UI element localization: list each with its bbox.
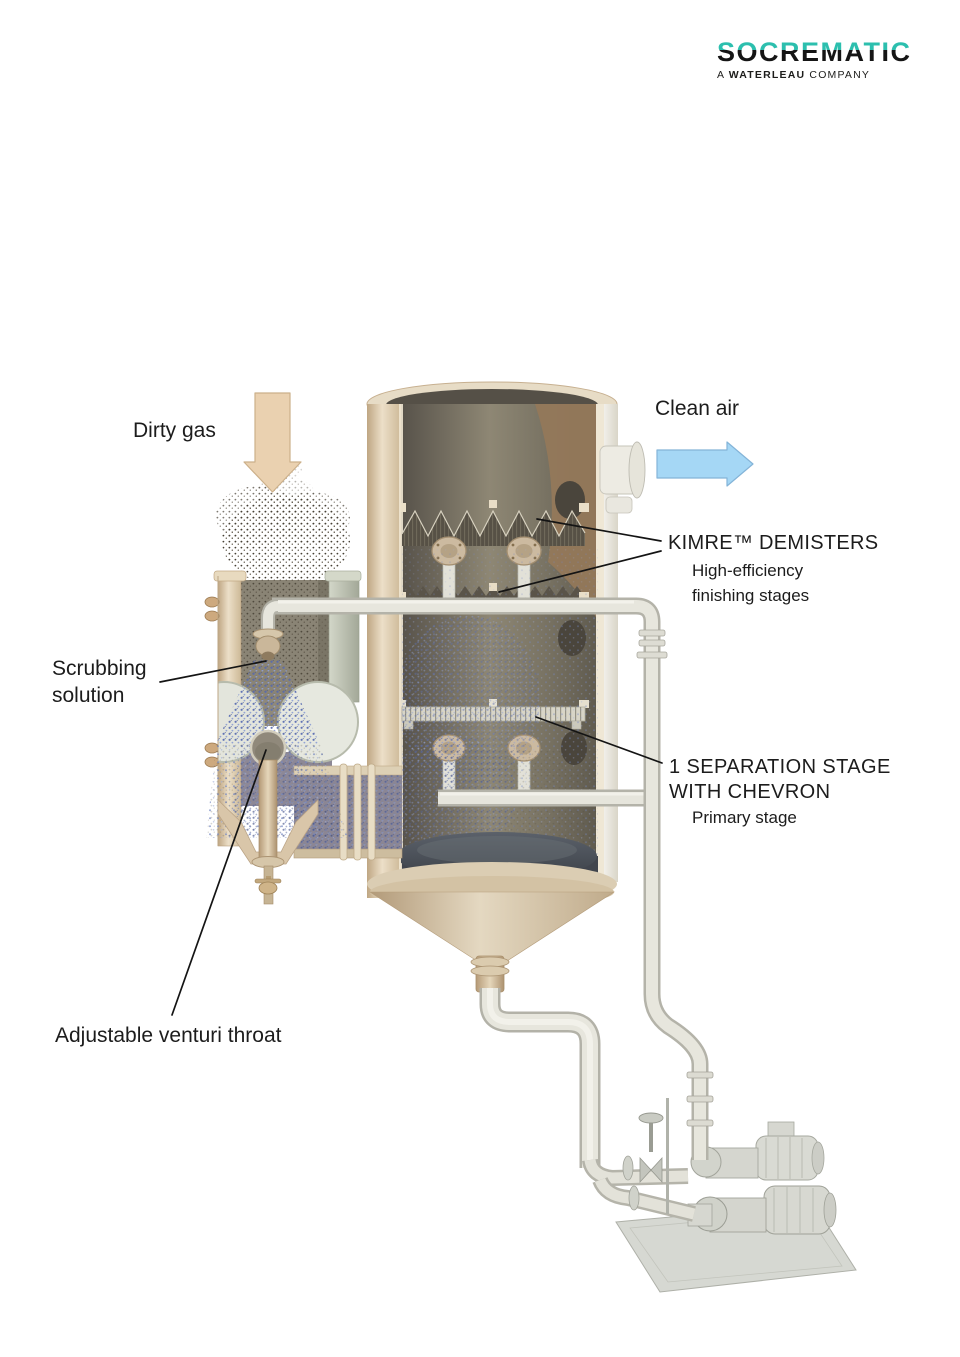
- clean-air-outlet: [599, 441, 646, 514]
- label-kimre-sub1: High-efficiency: [692, 561, 804, 580]
- pump-front: [687, 1185, 837, 1235]
- venturi-drain-pipe: [258, 759, 278, 861]
- label-kimre-title: KIMRE™ DEMISTERS: [668, 532, 879, 554]
- separator-tank: [366, 381, 618, 993]
- venturi-rim-right: [324, 570, 362, 582]
- drain-valve: [254, 876, 282, 895]
- label-dirty-gas: Dirty gas: [133, 419, 216, 442]
- pump-skid: [582, 1098, 857, 1293]
- throat-shade: [255, 742, 281, 762]
- manhole: [555, 481, 585, 519]
- pipe-flange: [638, 629, 666, 637]
- cut-edge-left: [399, 404, 403, 882]
- venturi-spray-nozzle: [252, 628, 284, 661]
- logo-brand: SOCREMATIC: [717, 37, 912, 67]
- leader-venturi-throat: [171, 749, 267, 1016]
- label-kimre-sub2: finishing stages: [692, 586, 810, 605]
- label-venturi-throat: Adjustable venturi throat: [55, 1024, 282, 1047]
- label-separation-line2: WITH CHEVRON: [669, 781, 831, 803]
- logo-tagline-company: COMPANY: [809, 69, 871, 81]
- tank-mist: [401, 548, 598, 860]
- logo: SOCREMATIC A WATERLEAU COMPANY: [717, 38, 912, 81]
- leader-chevron: [535, 716, 663, 764]
- pump-rear: [690, 1121, 825, 1181]
- pipe-flange: [686, 1071, 714, 1079]
- label-clean-air: Clean air: [655, 397, 740, 420]
- dirty-gas-cloud: [216, 461, 350, 587]
- leader-demister-lower: [498, 550, 662, 593]
- label-scrubbing-solution: Scrubbing solution: [52, 657, 147, 707]
- bellows-ring: [339, 763, 348, 861]
- cut-edge-right: [596, 404, 604, 882]
- label-separation-line1: 1 SEPARATION STAGE: [669, 756, 891, 778]
- bellows-ring: [367, 763, 376, 861]
- logo-tagline-a: A: [717, 69, 725, 81]
- flange-bolts: [204, 596, 220, 768]
- leader-demister-upper: [536, 518, 662, 542]
- pipe-flange: [636, 651, 668, 659]
- level-rod: [666, 1098, 669, 1214]
- bellows-ring: [353, 763, 362, 861]
- dirty-gas-arrow: [243, 392, 302, 493]
- pipe-flange: [686, 1119, 714, 1127]
- cone-drain-stub: [470, 955, 510, 993]
- pipe-flange: [638, 639, 666, 647]
- venturi-rim-left: [213, 570, 247, 582]
- suction-valve: [638, 1112, 664, 1184]
- drain-pipe: [479, 988, 601, 1168]
- leader-scrubbing-solution: [159, 660, 267, 683]
- recirculation-piping: [252, 597, 714, 1160]
- tank-cone: [368, 891, 616, 962]
- venturi-right-wall: [328, 575, 360, 703]
- label-separation-stage: 1 SEPARATION STAGE WITH CHEVRON: [669, 755, 891, 805]
- logo-tagline: A WATERLEAU COMPANY: [717, 69, 912, 81]
- leader-lines: [159, 518, 663, 1016]
- pipe-flange: [686, 1095, 714, 1103]
- tank-right-shell: [604, 404, 618, 882]
- label-primary-stage: Primary stage: [692, 808, 797, 827]
- clean-air-arrow: [656, 441, 754, 487]
- logo-tagline-waterleau: WATERLEAU: [728, 69, 806, 81]
- venturi-bottom: [217, 759, 319, 905]
- pump-suction-piping: [582, 1155, 696, 1222]
